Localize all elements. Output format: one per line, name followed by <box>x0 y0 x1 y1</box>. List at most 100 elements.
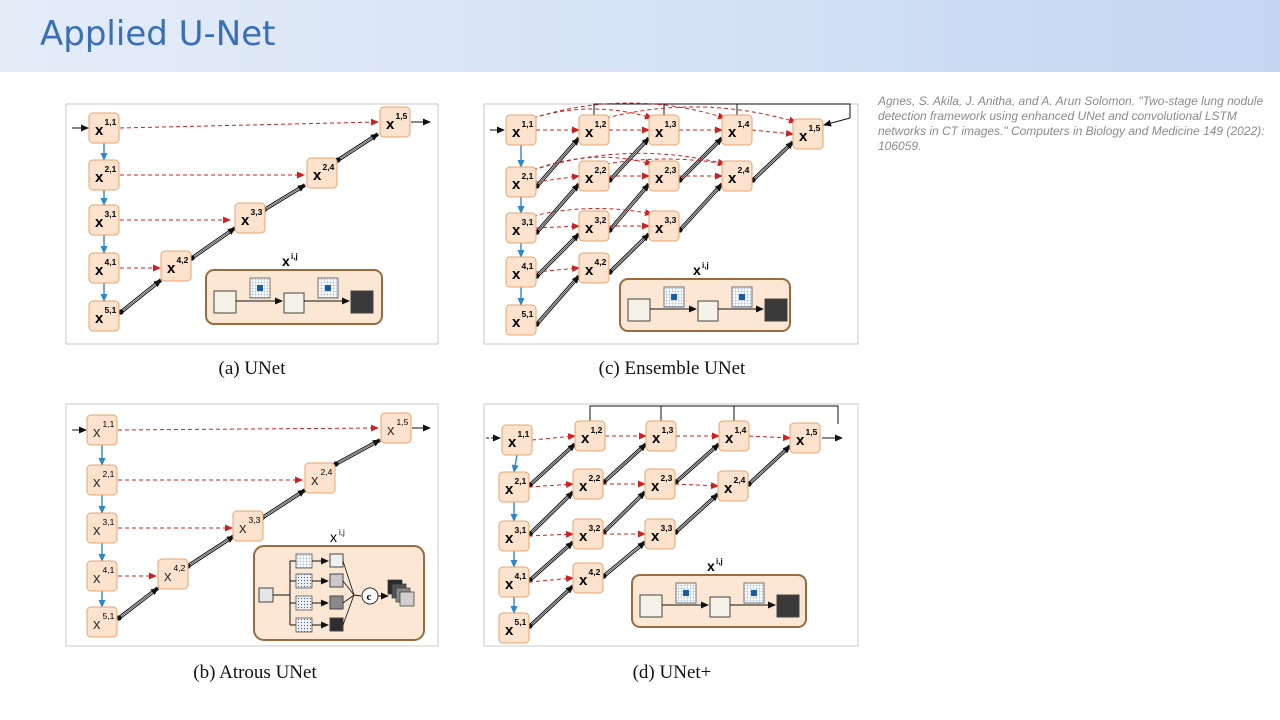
node-superscript: 1,2 <box>591 425 603 435</box>
node-superscript: 1,5 <box>397 417 409 427</box>
node-superscript: 3,1 <box>105 209 117 219</box>
node-box <box>498 471 530 503</box>
node-superscript: 2,3 <box>661 473 673 483</box>
node-superscript: 1,4 <box>738 119 750 129</box>
atrous-kernel-icon <box>295 553 313 569</box>
node-label: x <box>581 430 590 447</box>
block-superscript: i,j <box>291 252 298 261</box>
concat-symbol: c <box>367 591 372 603</box>
node-box <box>380 412 412 444</box>
deep-supervision-bracket <box>589 405 839 421</box>
node-label: x <box>311 472 319 489</box>
citation-text: Agnes, S. Akila, J. Anitha, and A. Arun … <box>878 94 1265 153</box>
node-superscript: 5,1 <box>105 305 117 315</box>
node-superscript: 3,3 <box>249 515 261 525</box>
node-label: x <box>313 167 322 184</box>
node-superscript: 4,2 <box>595 257 607 267</box>
node-label: x <box>512 124 521 141</box>
node-label: x <box>796 432 805 449</box>
node-superscript: 3,1 <box>103 517 115 527</box>
node-label: x <box>585 124 594 141</box>
conv-kernel-icon <box>743 582 765 604</box>
title-bar <box>0 0 1280 72</box>
node-box <box>234 202 266 234</box>
node-box <box>157 558 189 590</box>
node-label: x <box>651 478 660 495</box>
node-label: x <box>585 170 594 187</box>
node-superscript: 5,1 <box>103 611 115 621</box>
long-skip-connection <box>605 106 797 124</box>
output-feature-map <box>776 594 800 618</box>
node-superscript: 4,1 <box>522 261 534 271</box>
node-box <box>505 212 537 244</box>
node-box <box>572 562 604 594</box>
node-label: x <box>508 434 517 451</box>
conv-kernel-icon <box>663 286 685 308</box>
node-superscript: 4,2 <box>177 255 189 265</box>
node-superscript: 1,2 <box>595 119 607 129</box>
node-label: x <box>655 170 664 187</box>
caption-unet: (a) UNet <box>219 358 287 379</box>
input-feature-map <box>258 587 274 603</box>
branch-feature-map <box>329 595 344 610</box>
node-label: x <box>512 176 521 193</box>
node-superscript: 1,1 <box>522 119 534 129</box>
node-box <box>86 414 118 446</box>
node-box <box>498 612 530 644</box>
node-superscript: 1,3 <box>662 425 674 435</box>
node-superscript: 3,1 <box>515 525 527 535</box>
block-superscript: i,j <box>716 557 723 566</box>
node-box <box>498 566 530 598</box>
node-box <box>792 118 824 150</box>
node-box <box>501 424 533 456</box>
node-box <box>572 518 604 550</box>
node-label: x <box>241 212 250 229</box>
upsample-arrow <box>118 278 163 315</box>
node-label: x <box>93 522 101 539</box>
block-label: x <box>693 262 701 278</box>
node-box <box>789 422 821 454</box>
output-feature-map <box>764 298 788 322</box>
input-feature-map <box>639 594 663 618</box>
long-skip-connection <box>532 152 726 171</box>
node-label: x <box>728 170 737 187</box>
node-label: x <box>167 260 176 277</box>
long-skip-connection <box>532 108 653 120</box>
node-box <box>306 157 338 189</box>
node-superscript: 1,5 <box>396 111 408 121</box>
upsample-arrow <box>601 442 648 485</box>
node-superscript: 1,5 <box>809 123 821 133</box>
node-superscript: 1,3 <box>665 119 677 129</box>
node-label: x <box>93 570 101 587</box>
node-label: x <box>799 128 808 145</box>
node-superscript: 3,2 <box>595 215 607 225</box>
node-superscript: 5,1 <box>522 309 534 319</box>
node-label: x <box>95 214 104 231</box>
node-box <box>721 160 753 192</box>
upsample-arrow <box>116 586 160 621</box>
block-label: x <box>330 529 337 545</box>
node-box <box>498 520 530 552</box>
node-superscript: 2,4 <box>738 165 750 175</box>
node-superscript: 4,2 <box>589 567 601 577</box>
output-feature-map <box>350 290 374 314</box>
node-superscript: 1,1 <box>103 419 115 429</box>
